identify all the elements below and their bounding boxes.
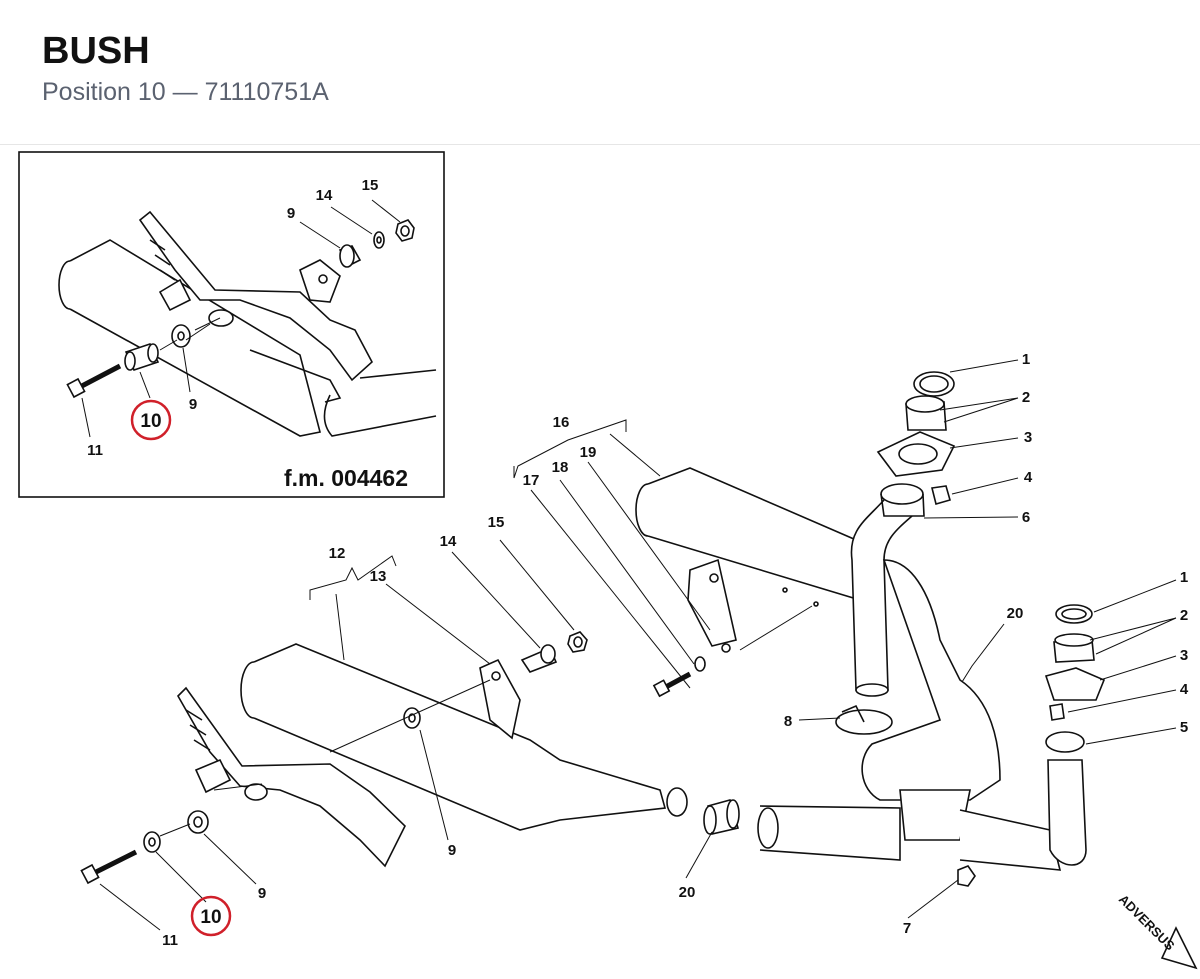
label-16: 16 [553,414,570,431]
inset-label-14: 14 [316,187,333,204]
lower-silencer [240,643,688,831]
inset-label-11: 11 [87,442,103,459]
part-20-coupling [703,799,740,835]
label-7: 7 [903,920,911,937]
part-15-nut [567,631,588,653]
inset-reference: f.m. 004462 [284,465,408,491]
part-7-nut [957,865,976,887]
label-15: 15 [488,514,505,531]
part-4-nut-upper [931,485,951,505]
main-leader-lines [99,359,1177,931]
inset-label-15: 15 [362,177,379,194]
label-4-upper: 4 [1024,469,1033,486]
part-10-bush [143,831,161,853]
label-10: 10 [200,907,221,928]
part-3-flange-upper [876,431,956,477]
right-flange-stack [1044,604,1106,721]
part-18-washer [694,656,706,672]
inset-detail [18,151,445,498]
label-9-footrest: 9 [258,885,266,902]
part-4-nut-right [1049,703,1065,721]
inset-part-15-nut [395,219,415,242]
part-14-spacer [520,644,558,673]
inset-silencer [58,239,437,437]
header-pipe-right [1045,731,1087,866]
label-20-lower: 20 [679,884,696,901]
label-2-right: 2 [1180,607,1188,624]
main-highlight-circle [190,895,232,937]
label-17: 17 [523,472,540,489]
inset-label-9-bottom: 9 [189,396,197,413]
part-9-rubber-footrest [187,810,209,834]
inset-part-11-bolt [66,363,122,399]
upper-flange-stack [876,371,956,517]
inset-part-10-bush [124,343,160,371]
adversus-logo: ADVERSUS [1116,892,1198,970]
inset-part-9-rubber-bottom [171,324,191,348]
inset-leader-lines [81,199,401,438]
inset-highlight-circle [130,399,172,441]
part-17-bolt [652,671,692,698]
main-exploded-view [80,359,1177,931]
label-19: 19 [580,444,597,461]
inset-footrest-bracket [138,210,373,403]
crossover-pipe [757,559,1062,871]
label-5: 5 [1180,719,1188,736]
part-position-subtitle: Position 10 — 71110751A [42,78,329,106]
exploded-parts-diagram: 15 14 9 9 10 11 f.m. 004462 [0,145,1200,974]
inset-label-10: 10 [140,411,161,432]
part-3-flange-right [1044,667,1106,701]
diagram-canvas: 15 14 9 9 10 11 f.m. 004462 [18,151,1198,970]
label-8: 8 [784,713,792,730]
part-8-clamp [835,704,893,735]
page-title: BUSH [42,30,150,72]
label-20-upper: 20 [1007,605,1024,622]
upper-silencer [635,467,881,653]
part-6-ring-upper [880,483,924,505]
inset-part-9-rubber-top [338,244,362,268]
label-4-right: 4 [1180,681,1189,698]
label-6: 6 [1022,509,1030,526]
page-header: BUSH Position 10 — 71110751A [0,0,1200,145]
north-arrow-icon [1160,926,1198,970]
label-18: 18 [552,459,569,476]
label-14: 14 [440,533,457,550]
part-1-gasket-right [1055,604,1093,624]
label-11: 11 [162,932,178,949]
label-1-right: 1 [1180,569,1188,586]
label-13: 13 [370,568,387,585]
lower-footrest-bracket [177,686,406,868]
inset-frame [18,151,445,498]
header-pipe-upper [850,499,913,697]
part-11-bolt [80,849,138,885]
inset-part-14-washer [373,231,385,249]
label-3-upper: 3 [1024,429,1032,446]
label-2-upper: 2 [1022,389,1030,406]
label-3-right: 3 [1180,647,1188,664]
label-1-upper: 1 [1022,351,1030,368]
label-9-silencer: 9 [448,842,456,859]
inset-label-9-top: 9 [287,205,295,222]
label-12: 12 [329,545,346,562]
